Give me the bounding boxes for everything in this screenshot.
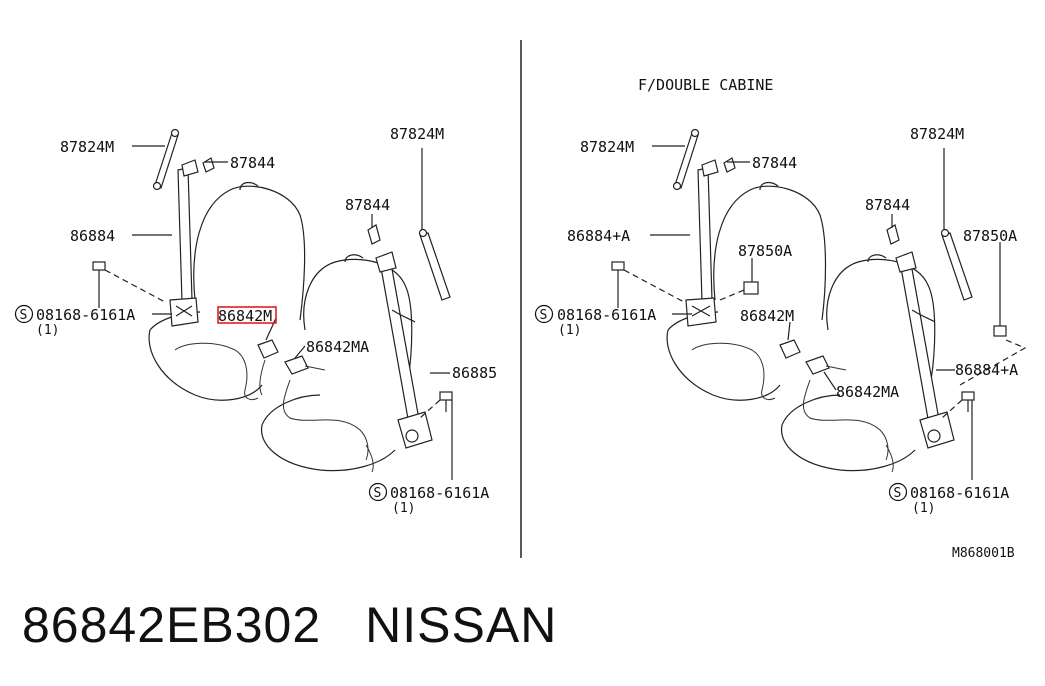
label-87844-right-top: 87844 <box>752 154 797 172</box>
label-87824m-right-top: 87824M <box>580 138 634 156</box>
right-leader-lines <box>617 145 1001 480</box>
label-bolt-left-b: 08168-6161A <box>390 484 489 502</box>
label-87850a-right-center: 87850A <box>738 242 792 260</box>
s-symbol-left-a: S <box>14 304 34 324</box>
label-86842m-right: 86842M <box>740 307 794 325</box>
left-seat-assembly <box>92 128 453 473</box>
label-87824m-left-right: 87824M <box>390 125 444 143</box>
label-86842ma-left: 86842MA <box>306 338 369 356</box>
s-symbol-right-a: S <box>534 304 554 324</box>
label-bolt-left-a: 08168-6161A <box>36 306 135 324</box>
caption: 86842EB302 NISSAN <box>22 596 557 654</box>
label-86842ma-right: 86842MA <box>836 383 899 401</box>
label-87844-left-right: 87844 <box>345 196 390 214</box>
label-87844-right-right: 87844 <box>865 196 910 214</box>
label-qty-left-a: (1) <box>36 323 59 338</box>
right-panel-title: F/DOUBLE CABINE <box>638 76 773 94</box>
right-seat-assembly <box>611 128 1027 473</box>
label-qty-right-a: (1) <box>558 323 581 338</box>
caption-brand: NISSAN <box>365 597 558 653</box>
s-symbol-right-b: S <box>888 482 908 502</box>
label-qty-right-b: (1) <box>912 501 935 516</box>
label-bolt-right-b: 08168-6161A <box>910 484 1009 502</box>
left-leader-lines <box>98 145 453 480</box>
s-symbol-text: S <box>20 308 28 323</box>
label-86885: 86885 <box>452 364 497 382</box>
caption-part-number: 86842EB302 <box>22 597 322 653</box>
s-symbol-text: S <box>540 308 548 323</box>
label-86884: 86884 <box>70 227 115 245</box>
highlight-box-86842m <box>217 306 277 324</box>
s-symbol-text: S <box>894 486 902 501</box>
s-symbol-text: S <box>374 486 382 501</box>
label-86884a-right-edge: 86884+A <box>955 361 1018 379</box>
label-86842m-left: 86842M <box>218 307 272 325</box>
label-87844-left-top: 87844 <box>230 154 275 172</box>
label-bolt-right-a: 08168-6161A <box>557 306 656 324</box>
label-87850a-right-edge: 87850A <box>963 227 1017 245</box>
s-symbol-left-b: S <box>368 482 388 502</box>
label-86884a-right: 86884+A <box>567 227 630 245</box>
label-87824m-left-top: 87824M <box>60 138 114 156</box>
label-qty-left-b: (1) <box>392 501 415 516</box>
label-87824m-right-right: 87824M <box>910 125 964 143</box>
figure-code: M868001B <box>952 546 1015 561</box>
